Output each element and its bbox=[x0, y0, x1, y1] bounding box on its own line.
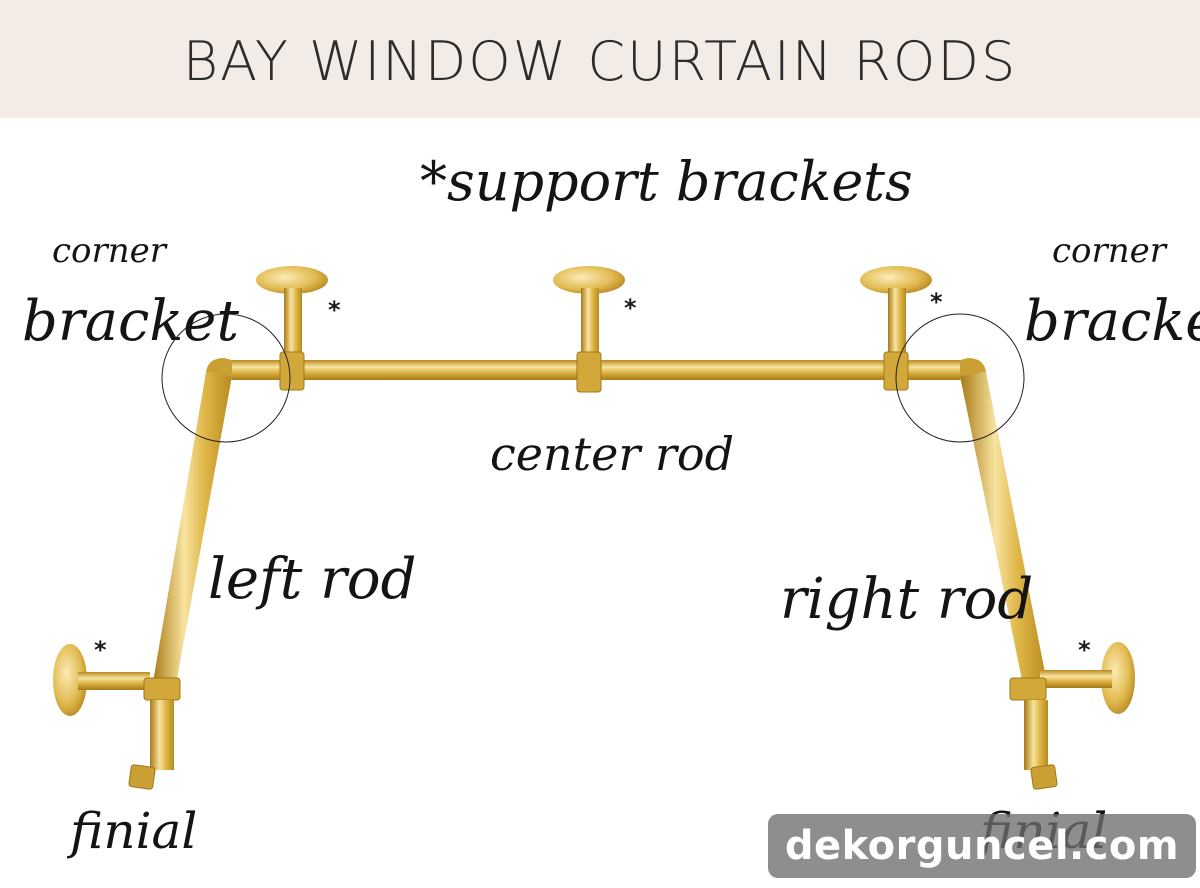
asterisk-left-support: * bbox=[328, 296, 341, 324]
watermark-badge: dekorguncel.com bbox=[768, 814, 1196, 878]
header-banner: BAY WINDOW CURTAIN RODS bbox=[0, 0, 1200, 118]
label-right-rod: right rod bbox=[780, 567, 1033, 632]
left-corner-elbow bbox=[206, 358, 232, 380]
page-title: BAY WINDOW CURTAIN RODS bbox=[182, 29, 1018, 93]
left-rod bbox=[152, 372, 232, 690]
finial-right bbox=[1024, 700, 1058, 790]
support-bracket-center bbox=[553, 266, 625, 393]
label-center-rod: center rod bbox=[490, 427, 734, 481]
label-corner-left: corner bbox=[52, 231, 168, 271]
label-bracket-left: bracket bbox=[22, 289, 239, 354]
label-support-brackets: *support brackets bbox=[420, 150, 913, 213]
asterisk-center-support: * bbox=[624, 294, 637, 322]
asterisk-right-support: * bbox=[930, 288, 943, 316]
right-rod bbox=[960, 372, 1048, 690]
corner-circle-right bbox=[895, 313, 1025, 443]
finial-left bbox=[128, 700, 174, 790]
right-corner-elbow bbox=[960, 358, 986, 380]
wall-bracket-left bbox=[53, 644, 181, 716]
label-left-rod: left rod bbox=[208, 547, 416, 612]
wall-bracket-right bbox=[1009, 642, 1135, 714]
label-corner-right: corner bbox=[1052, 231, 1168, 271]
asterisk-left-wall: * bbox=[94, 636, 107, 664]
label-bracket-right: bracket bbox=[1024, 289, 1200, 354]
watermark-text: dekorguncel.com bbox=[784, 823, 1180, 869]
support-bracket-left bbox=[256, 266, 328, 391]
corner-circle-left bbox=[161, 313, 291, 443]
asterisk-right-wall: * bbox=[1078, 636, 1091, 664]
label-finial-left: finial bbox=[66, 802, 197, 860]
